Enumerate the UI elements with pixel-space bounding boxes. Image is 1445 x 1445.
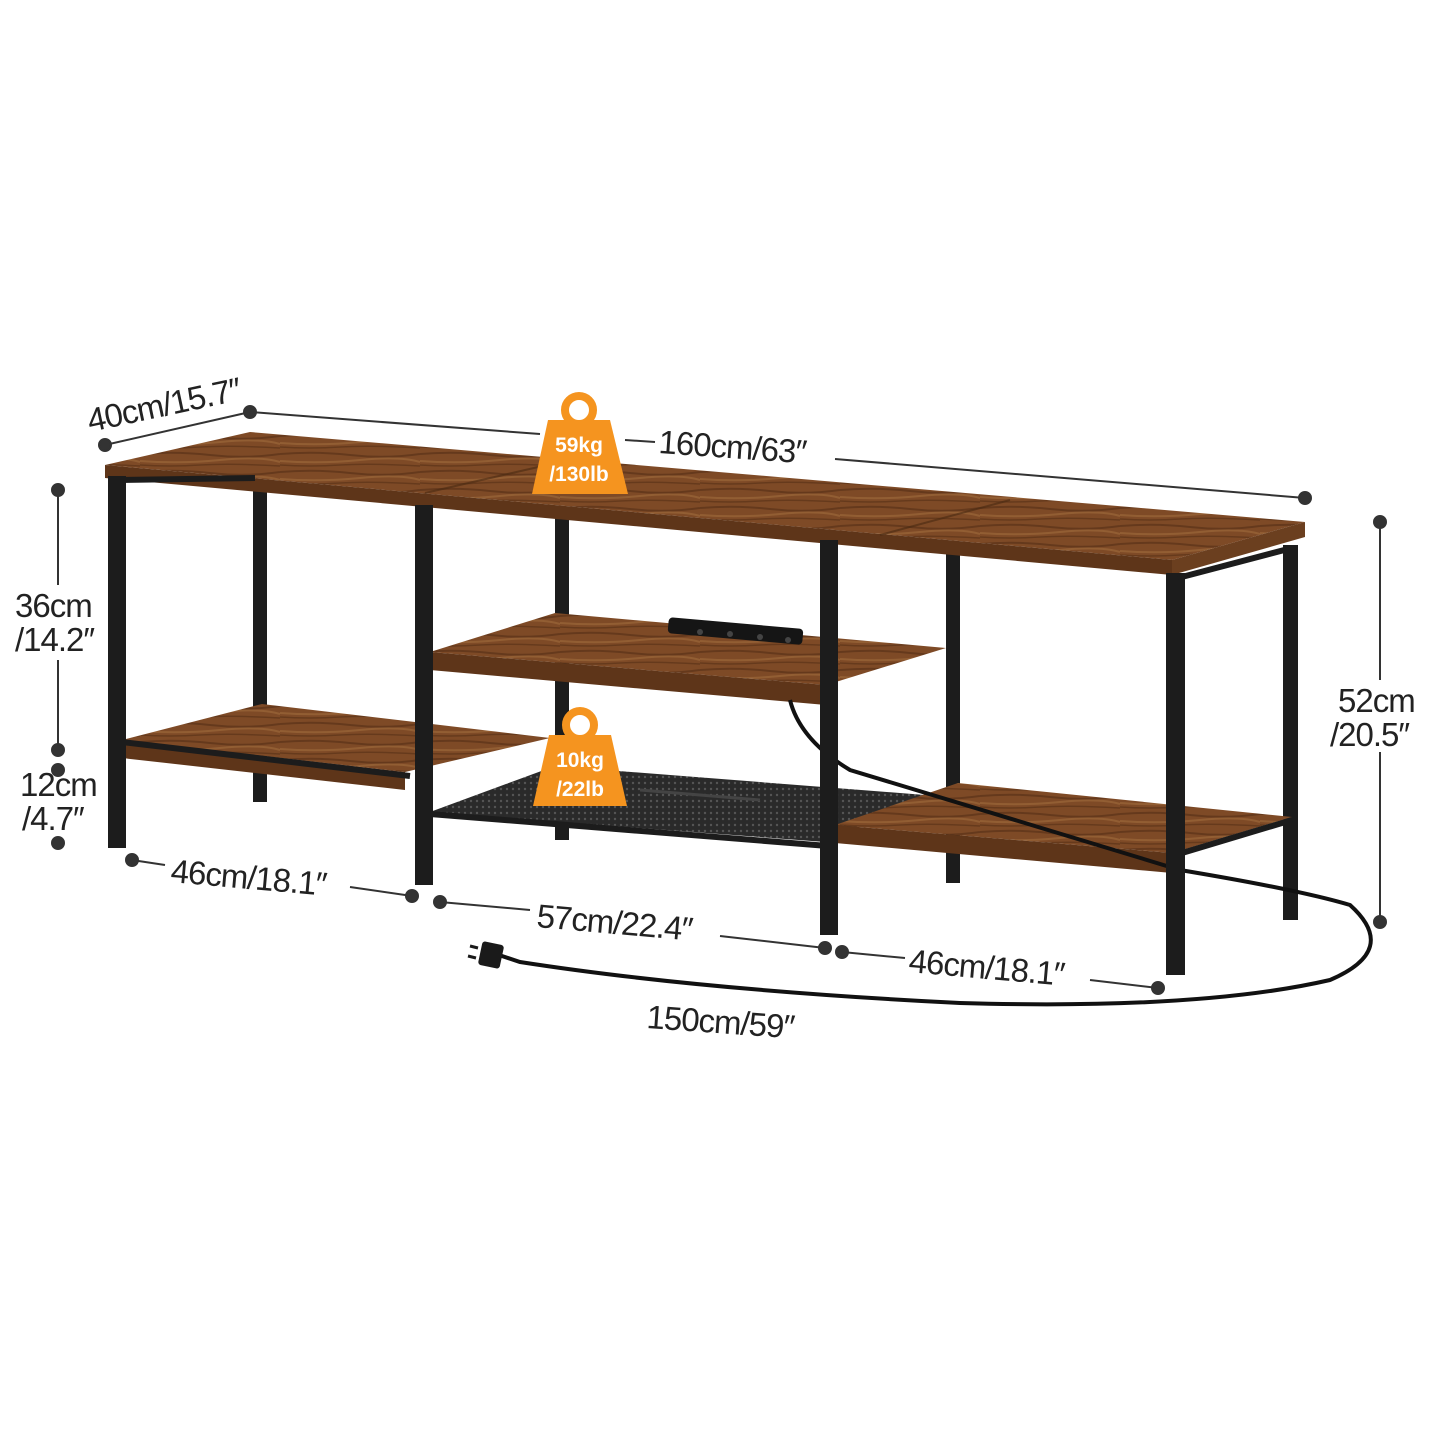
dot-marker-icon (835, 945, 849, 959)
dot-marker-icon (1373, 915, 1387, 929)
dot-marker-icon (51, 836, 65, 850)
side-rail (117, 475, 256, 483)
tabletop (105, 432, 1305, 575)
total-height-cm-label: 52cm (1338, 682, 1415, 719)
weight-icon (532, 392, 628, 494)
shelf-capacity-lb: /22lb (556, 778, 604, 801)
dot-marker-icon (818, 941, 832, 955)
dot-marker-icon (1373, 515, 1387, 529)
shelf-capacity-badge: 10kg /22lb (533, 707, 627, 806)
dot-marker-icon (125, 853, 139, 867)
side-rail (1177, 545, 1293, 581)
middle-shelf (430, 613, 946, 705)
dot-marker-icon (98, 438, 112, 452)
top-capacity-badge: 59kg /130lb (532, 392, 628, 494)
power-strip-icon (667, 617, 804, 645)
front-leg (108, 476, 126, 848)
lower-height-cm-label: 12cm (20, 766, 97, 803)
upper-height-cm-label: 36cm (15, 587, 92, 624)
left-section-label: 46cm/18.1″ (169, 852, 329, 903)
dot-marker-icon (1151, 981, 1165, 995)
dot-marker-icon (433, 895, 447, 909)
dimension-lines (51, 405, 1387, 995)
weight-icon (533, 707, 627, 806)
middle-section-label: 57cm/22.4″ (535, 897, 695, 948)
width-label: 160cm/63″ (658, 423, 809, 470)
front-leg (415, 505, 433, 885)
tv-stand (105, 432, 1373, 1007)
top-capacity-lb: /130lb (549, 463, 609, 486)
depth-label: 40cm/15.7″ (84, 370, 245, 439)
left-bottom-shelf (121, 704, 550, 790)
back-leg (1283, 545, 1298, 920)
dot-marker-icon (51, 763, 65, 777)
dot-marker-icon (51, 483, 65, 497)
dot-marker-icon (1298, 491, 1312, 505)
plug-icon (467, 941, 504, 969)
top-capacity-kg: 59kg (555, 434, 603, 457)
front-leg (1166, 573, 1185, 975)
shelf-capacity-kg: 10kg (556, 749, 604, 772)
right-section-label: 46cm/18.1″ (907, 942, 1067, 993)
upper-height-in-label: /14.2″ (15, 621, 95, 658)
dot-marker-icon (405, 889, 419, 903)
front-leg (820, 540, 838, 935)
power-cord (489, 699, 1373, 1007)
cord-length-label: 150cm/59″ (646, 998, 797, 1045)
total-height-in-label: /20.5″ (1330, 716, 1410, 753)
lower-height-in-label: /4.7″ (22, 800, 85, 837)
dot-marker-icon (51, 743, 65, 757)
